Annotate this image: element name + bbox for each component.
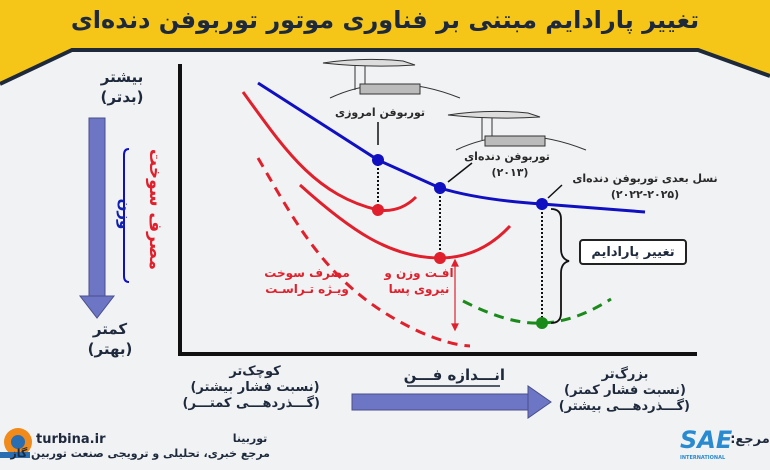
x-right-sub2: (گـــذردهـــی بیشتر) [558,399,690,414]
page-title: تغییر پارادایم مبتنی بر فناوری موتور تور… [70,6,700,34]
tsfc-label: مصرف سوخت [264,266,350,280]
y-top-label: بیشتر [100,68,144,86]
fuel-axis-label: مصرف سوخت [145,148,165,270]
brand-name: توربینا [232,432,268,445]
x-axis-title: انـــدازه فـــن [403,366,505,384]
point-geared-fuel [434,252,446,264]
turbina-logo-icon [0,428,32,458]
double-arrow-icon [451,258,459,332]
y-top-sub: (بدتر) [100,88,144,106]
loss-label-2: نیروی پسا [388,282,450,296]
right-arrow-icon [351,385,552,419]
point-nextgen-fuel [536,317,548,329]
y-bottom-sub: (بهتر) [87,340,133,358]
aircraft-sketch-today [322,58,461,99]
next-gen-year-label: (۲۰۲۲-۲۰۲۵) [610,188,680,201]
x-left-sub2: (گـــذردهـــی کمتـــر) [182,396,320,411]
x-left-label: کوچک‌تر [229,364,281,379]
brand-tagline: مرجع خبری، تحلیلی و ترویجی صنعت توربین گ… [10,447,270,460]
point-today-fuel [372,204,384,216]
fuel-curve-today [241,91,418,212]
x-right-sub1: (نسبت فشار کمتر) [564,383,686,398]
sae-logo-sub: INTERNATIONAL [680,455,726,461]
next-gen-curve [462,297,612,325]
geared-turbofan-label: توربوفن دنده‌ای [464,150,550,163]
site-link[interactable]: turbina.ir [36,432,106,447]
point-today-weight [372,154,384,166]
point-geared-weight [434,182,446,194]
aircraft-sketch-geared [447,110,587,151]
today-turbofan-label: توربوفن امروزی [335,106,425,119]
point-nextgen-weight [536,198,548,210]
source-label: مرجع: [730,432,770,447]
down-arrow-icon [78,117,116,319]
weight-bracket-icon [123,148,130,283]
tsfc-curve [256,157,471,348]
x-right-label: بزرگ‌تر [601,367,649,382]
brace-icon [550,208,570,324]
tsfc-label-2: ویـژه تـراسـت [265,282,349,296]
geared-year-label: (۲۰۱۳) [491,166,529,179]
weight-axis-label: وزن [116,198,134,230]
loss-label: افـت وزن و [384,266,454,280]
x-left-sub1: (نسبت فشار بیشتر) [190,380,320,395]
paradigm-shift-box: تغییر پارادایم [579,239,687,265]
y-bottom-label: کمتر [92,320,128,338]
sae-logo-icon: SAE [680,426,733,454]
next-gen-label: نسل بعدی توربوفن دنده‌ای [572,172,718,185]
